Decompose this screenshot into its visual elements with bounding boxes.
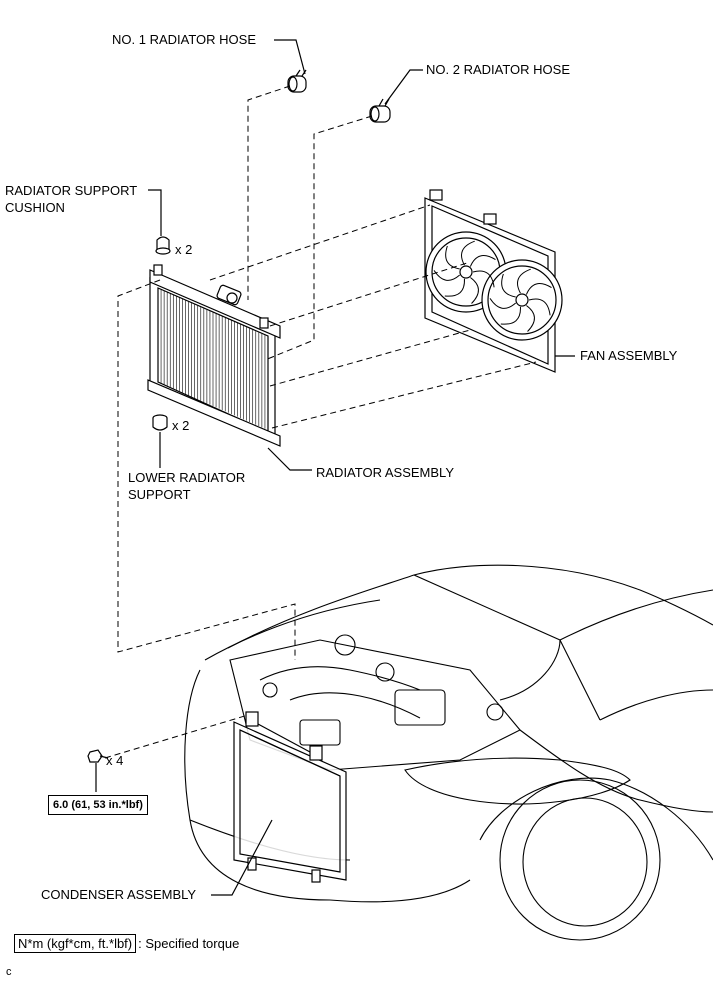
condenser-assembly-part <box>233 711 347 883</box>
label-no2-radiator-hose: NO. 2 RADIATOR HOSE <box>426 62 570 77</box>
label-radiator-support-cushion-line1: RADIATOR SUPPORT <box>5 183 138 198</box>
fan-assembly-part <box>424 189 563 373</box>
no1-hose-clamp-icon <box>287 69 307 93</box>
corner-mark: c <box>6 966 12 978</box>
label-no1-radiator-hose: NO. 1 RADIATOR HOSE <box>112 32 256 47</box>
assembly-guide-lines <box>104 85 537 759</box>
label-fan-assembly: FAN ASSEMBLY <box>580 348 678 363</box>
bolt-icon <box>87 749 109 792</box>
label-radiator-support-cushion-line2: CUSHION <box>5 200 65 215</box>
label-radiator-assembly: RADIATOR ASSEMBLY <box>316 465 454 480</box>
radiator-assembly-part <box>147 264 281 447</box>
label-qty-bolts: x 4 <box>106 753 124 768</box>
label-lower-radiator-support-line1: LOWER RADIATOR <box>128 470 246 485</box>
legend-text: : Specified torque <box>138 936 240 951</box>
label-condenser-assembly: CONDENSER ASSEMBLY <box>41 887 197 902</box>
torque-legend: N*m (kgf*cm, ft.*lbf): Specified torque <box>14 934 240 953</box>
label-qty-lower-support: x 2 <box>172 418 190 433</box>
label-lower-radiator-support-line2: SUPPORT <box>128 487 191 502</box>
label-qty-upper-cushion: x 2 <box>175 242 193 257</box>
no2-hose-clamp-icon <box>369 98 391 123</box>
legend-unit-box: N*m (kgf*cm, ft.*lbf) <box>14 934 137 953</box>
lower-support-icon <box>152 414 168 431</box>
upper-cushion-icon <box>155 236 171 255</box>
vehicle-body <box>184 564 713 941</box>
torque-spec-box: 6.0 (61, 53 in.*lbf) <box>48 795 148 815</box>
